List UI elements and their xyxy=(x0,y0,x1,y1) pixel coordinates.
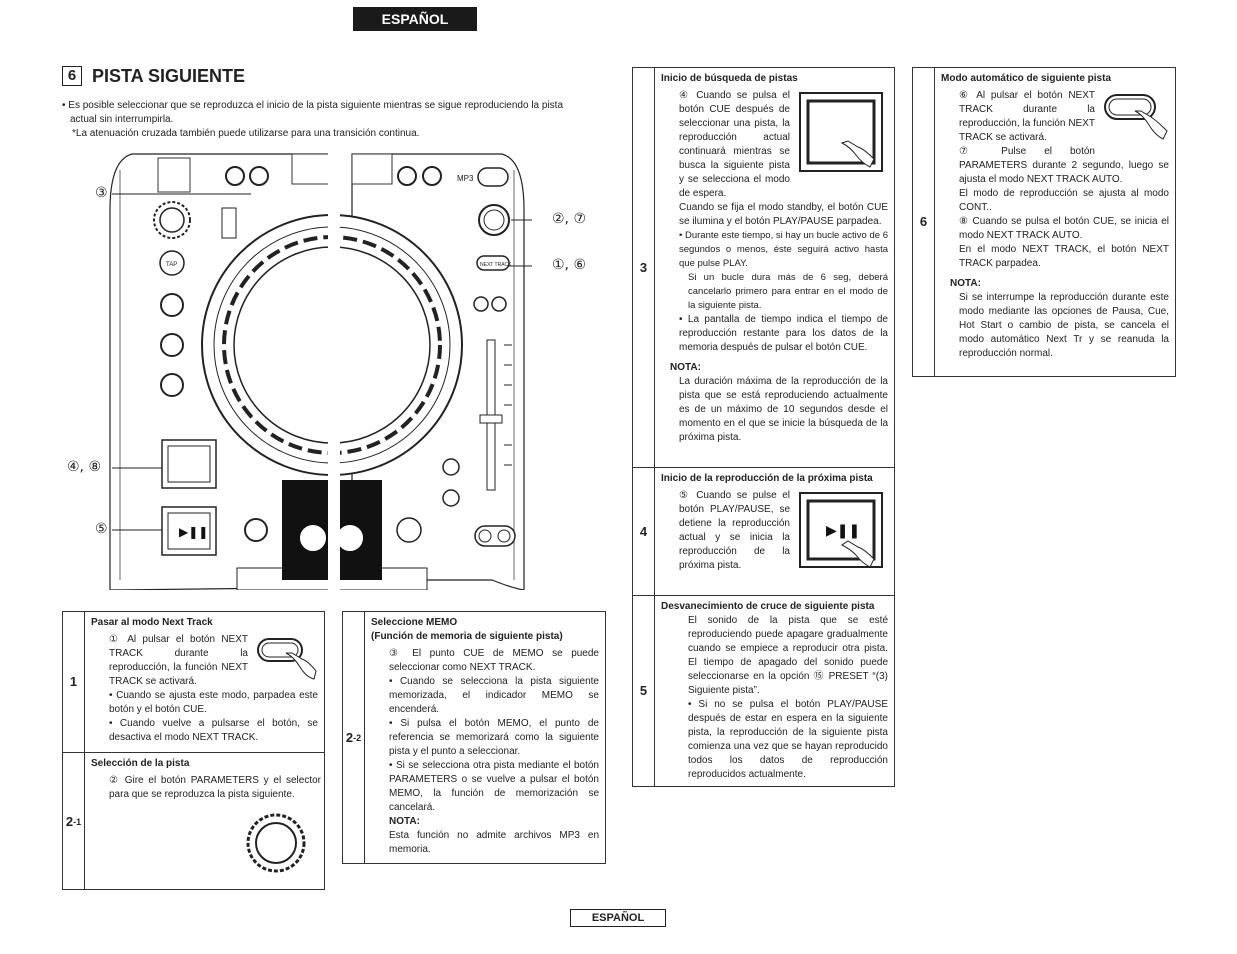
step-text: ④ Cuando se pulsa el botón CUE después d… xyxy=(679,90,790,199)
tap-label: TAP xyxy=(166,262,178,268)
step-number: 5 xyxy=(633,596,655,786)
step-row: 2-1 Selección de la pista ② Gire el botó… xyxy=(63,753,324,890)
callout-5: ⑤ xyxy=(95,521,108,537)
step-row: 5 Desvanecimiento de cruce de siguiente … xyxy=(633,596,894,786)
step-title: Pasar al modo Next Track xyxy=(91,617,213,628)
step-bullet: • Durante este tiempo, si hay un bucle a… xyxy=(679,230,888,269)
steps-table-right: 3 Inicio de búsqueda de pistas ④ Cuando … xyxy=(632,67,895,787)
step-text: En el modo NEXT TRACK, el botón NEXT TRA… xyxy=(959,244,1169,269)
step-body: Inicio de búsqueda de pistas ④ Cuando se… xyxy=(655,68,894,467)
step-bullet: • Cuando se selecciona la pista siguient… xyxy=(389,676,599,715)
step-text: ⑧ Cuando se pulsa el botón CUE, se inici… xyxy=(959,216,1169,241)
step-number-sub: -1 xyxy=(73,816,82,827)
step-title: Selección de la pista xyxy=(91,758,190,769)
step-number-main: 2 xyxy=(65,813,74,829)
note-label: NOTA: xyxy=(950,278,981,289)
step-number: 6 xyxy=(913,68,935,376)
callout-2-7: ②, ⑦ xyxy=(552,211,587,227)
step-body: Pasar al modo Next Track ① Al pulsar el … xyxy=(85,612,324,752)
note-text: Si se interrumpe la reproducción durante… xyxy=(959,292,1169,359)
step-body: Seleccione MEMO (Función de memoria de s… xyxy=(365,612,605,863)
step-row: 3 Inicio de búsqueda de pistas ④ Cuando … xyxy=(633,68,894,468)
note-label: NOTA: xyxy=(670,362,701,373)
step-text: ⑤ Cuando se pulse el botón PLAY/PAUSE, s… xyxy=(679,490,790,571)
parameters-knob-icon xyxy=(246,813,306,873)
callout-4-8: ④, ⑧ xyxy=(67,459,102,475)
note-text: La duración máxima de la reproducción de… xyxy=(679,376,888,443)
step-subtitle: (Función de memoria de siguiente pista) xyxy=(371,631,563,642)
next-track-button-icon xyxy=(257,638,317,680)
section-heading: 6 PISTA SIGUIENTE xyxy=(62,66,245,86)
step-text: ③ El punto CUE de MEMO se puede seleccio… xyxy=(389,648,599,673)
cue-button-icon xyxy=(799,92,883,172)
step-text: ⑦ Pulse el botón PARAMETERS durante 2 se… xyxy=(959,146,1169,185)
step-number: 2-1 xyxy=(63,753,85,890)
note-text: Esta función no admite archivos MP3 en m… xyxy=(389,830,599,855)
step-number-sub: -2 xyxy=(353,732,362,743)
step-body: Desvanecimiento de cruce de siguiente pi… xyxy=(655,596,894,786)
step-body: Inicio de la reproducción de la próxima … xyxy=(655,468,894,595)
step-title: Inicio de búsqueda de pistas xyxy=(661,73,798,84)
steps-table-middle: 2-2 Seleccione MEMO (Función de memoria … xyxy=(342,611,606,864)
step-number: 1 xyxy=(63,612,85,752)
step-text: ② Gire el botón PARAMETERS y el selector… xyxy=(109,775,321,800)
step-row: 2-2 Seleccione MEMO (Función de memoria … xyxy=(343,612,605,863)
steps-table-left: 1 Pasar al modo Next Track ① Al pulsar e… xyxy=(62,611,325,890)
svg-text:NEXT TRACK: NEXT TRACK xyxy=(480,262,512,268)
mp3-label: MP3 xyxy=(457,174,474,183)
step-row: 1 Pasar al modo Next Track ① Al pulsar e… xyxy=(63,612,324,753)
device-drawing: ▶❚❚ NEXT TRACK xyxy=(109,150,532,591)
language-tab: ESPAÑOL xyxy=(353,7,477,31)
play-pause-button-icon: ▶❚❚ xyxy=(799,492,883,568)
step-row: 6 Modo automático de siguiente pista ⑥ A… xyxy=(913,68,1175,376)
step-text: Cuando se fija el modo standby, el botón… xyxy=(679,202,888,227)
svg-text:▶❚❚: ▶❚❚ xyxy=(826,523,860,539)
step-text: ⑥ Al pulsar el botón NEXT TRACK durante … xyxy=(959,90,1095,143)
footer-language-label: ESPAÑOL xyxy=(570,909,666,927)
step-body: Selección de la pista ② Gire el botón PA… xyxy=(85,753,327,890)
section-number: 6 xyxy=(62,66,82,86)
step-number-main: 2 xyxy=(345,729,354,745)
callout-3: ③ xyxy=(95,185,108,201)
step-number: 4 xyxy=(633,468,655,595)
intro-line: actual sin interrumpirla. xyxy=(70,114,174,125)
step-bullet: • Cuando vuelve a pulsarse el botón, se … xyxy=(109,718,318,743)
callout-1-6: ①, ⑥ xyxy=(552,257,587,273)
step-text: ① Al pulsar el botón NEXT TRACK durante … xyxy=(109,634,248,687)
intro-line: • Es posible seleccionar que se reproduz… xyxy=(62,100,564,111)
step-title: Inicio de la reproducción de la próxima … xyxy=(661,473,873,484)
steps-table-far-right: 6 Modo automático de siguiente pista ⑥ A… xyxy=(912,67,1176,377)
step-text: El sonido de la pista que se esté reprod… xyxy=(688,615,888,696)
step-bullet: • Si no se pulsa el botón PLAY/PAUSE des… xyxy=(688,699,888,780)
step-number: 3 xyxy=(633,68,655,467)
note-label: NOTA: xyxy=(389,816,420,827)
svg-text:▶❚❚: ▶❚❚ xyxy=(179,525,208,539)
step-title: Modo automático de siguiente pista xyxy=(941,73,1112,84)
next-track-button-icon xyxy=(1104,94,1168,140)
step-bullet: • Cuando se ajusta este modo, parpadea e… xyxy=(109,690,318,715)
step-title: Seleccione MEMO xyxy=(371,617,458,628)
step-bullet: • La pantalla de tiempo indica el tiempo… xyxy=(679,314,888,353)
intro-note: *La atenuación cruzada también puede uti… xyxy=(72,128,420,139)
section-title: PISTA SIGUIENTE xyxy=(92,66,246,86)
step-title: Desvanecimiento de cruce de siguiente pi… xyxy=(661,601,875,612)
step-text: El modo de reproducción se ajusta al mod… xyxy=(959,188,1169,213)
device-illustration: ▶❚❚ NEXT TRACK ③ ②, ⑦ ①, ⑥ ④, ⑧ ⑤ MP3 T xyxy=(62,150,612,591)
step-bullet: • Si pulsa el botón MEMO, el punto de re… xyxy=(389,718,599,757)
step-body: Modo automático de siguiente pista ⑥ Al … xyxy=(935,68,1175,376)
step-row: 4 Inicio de la reproducción de la próxim… xyxy=(633,468,894,596)
step-bullet: • Si se selecciona otra pista mediante e… xyxy=(389,760,599,813)
step-number: 2-2 xyxy=(343,612,365,863)
step-bullet-cont: Si un bucle dura más de 6 seg, deberá ca… xyxy=(688,272,888,311)
intro-text: • Es posible seleccionar que se reproduz… xyxy=(62,99,612,141)
